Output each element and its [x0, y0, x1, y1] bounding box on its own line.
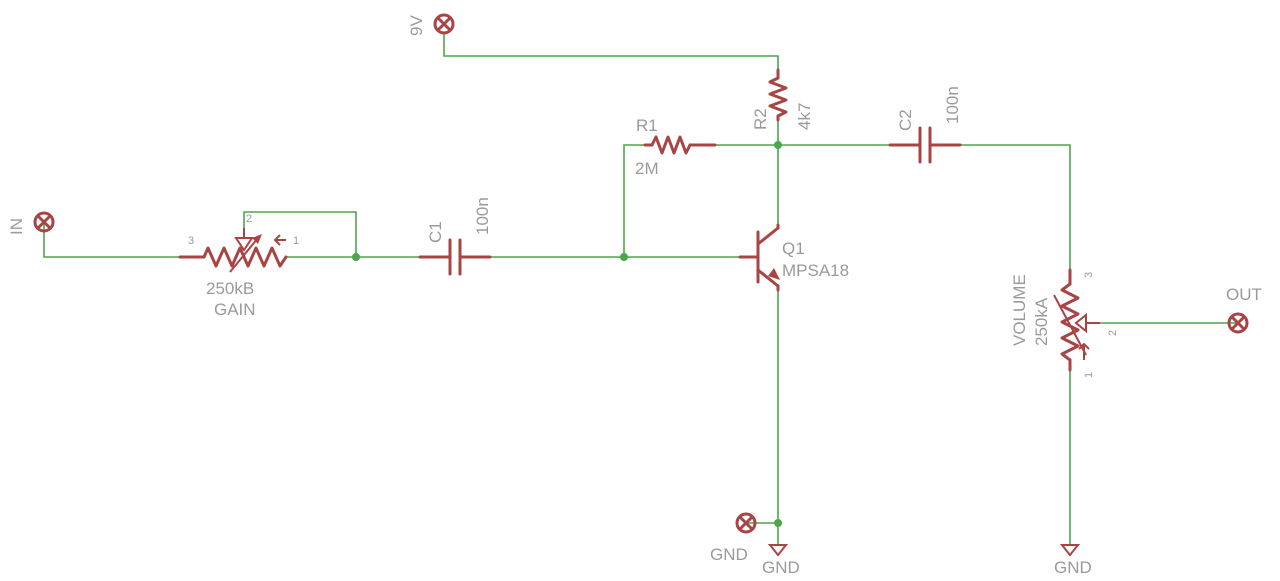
- ground-symbol-volume: GND: [1054, 544, 1092, 577]
- wire-in-to-gain: [43, 222, 180, 258]
- gain-pin2-label: 2: [246, 213, 252, 225]
- c1-value-label: 100n: [473, 197, 492, 235]
- connector-out: OUT: [1226, 285, 1262, 334]
- connector-9v-label: 9V: [407, 15, 426, 36]
- ground-transistor-label: GND: [762, 558, 800, 577]
- gain-value-label: 250kB: [206, 279, 254, 298]
- connector-9v: 9V: [407, 13, 455, 36]
- volume-value-label: 250kA: [1032, 297, 1051, 346]
- ground-symbol-transistor: GND: [762, 523, 800, 577]
- connector-gnd: GND: [710, 512, 757, 564]
- connector-in: IN: [7, 211, 55, 235]
- ground-volume-label: GND: [1054, 558, 1092, 577]
- volume-name-label: VOLUME: [1010, 274, 1029, 346]
- gain-pin3-label: 3: [188, 235, 194, 247]
- capacitor-c1: C1 100n: [418, 197, 492, 276]
- junction-gain: [352, 253, 360, 261]
- gain-potentiometer: 3 2 1 250kB GAIN: [178, 213, 299, 319]
- wire-c2-to-volume: [960, 144, 1071, 270]
- q1-name-label: Q1: [782, 239, 805, 258]
- connector-gnd-label: GND: [710, 545, 748, 564]
- wires: [43, 34, 1238, 545]
- junctions: [352, 141, 782, 527]
- wire-r1-feedback: [623, 144, 645, 257]
- volume-pin1-label: 1: [1083, 372, 1095, 378]
- connector-out-label: OUT: [1226, 285, 1262, 304]
- resistor-r2: R2 4k7: [751, 68, 814, 130]
- gain-name-label: GAIN: [214, 300, 256, 319]
- volume-potentiometer: 3 2 1 VOLUME 250kA: [1010, 268, 1119, 378]
- c2-name-label: C2: [896, 109, 915, 131]
- transistor-q1: Q1 MPSA18: [738, 223, 849, 292]
- junction-base: [620, 253, 628, 261]
- connector-in-label: IN: [7, 218, 26, 235]
- volume-pin3-label: 3: [1083, 272, 1095, 278]
- r2-name-label: R2: [751, 108, 770, 130]
- capacitor-c2: C2 100n: [888, 86, 962, 164]
- q1-value-label: MPSA18: [782, 261, 849, 280]
- wire-9v-to-r2: [443, 34, 779, 70]
- r2-value-label: 4k7: [795, 103, 814, 130]
- wire-gain-wiper: [243, 211, 357, 257]
- junction-collector: [774, 141, 782, 149]
- c2-value-label: 100n: [943, 86, 962, 124]
- r1-value-label: 2M: [635, 159, 659, 178]
- gain-pin1-label: 1: [293, 235, 299, 247]
- r1-name-label: R1: [636, 116, 658, 135]
- resistor-r1: R1 2M: [635, 116, 717, 178]
- volume-pin2-label: 2: [1107, 330, 1119, 336]
- c1-name-label: C1: [426, 221, 445, 243]
